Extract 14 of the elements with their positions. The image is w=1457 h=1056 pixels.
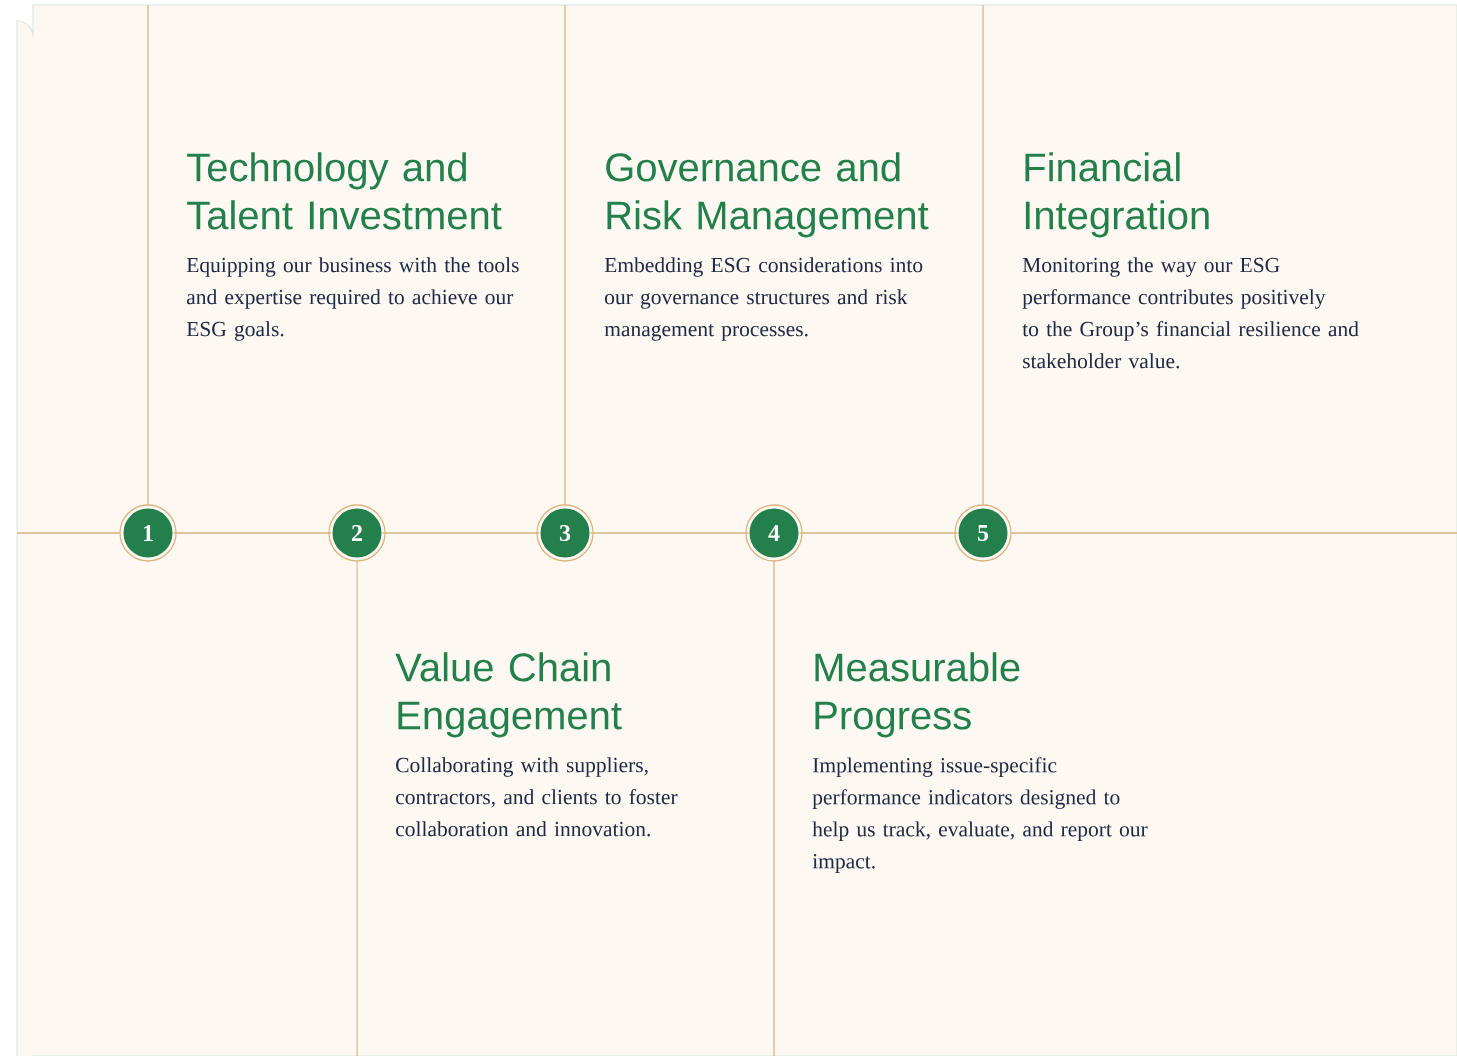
step-description: Monitoring the way our ESG performance contributes positively to the Group’s financial resilience and stakeholder value. (1022, 257, 1359, 369)
connector-line (798, 532, 959, 534)
step-description: Equipping our business with the tools and expertise required to achieve our ESG goals. (186, 257, 519, 341)
step-heading: Financial Integration (1025, 152, 1209, 238)
connector-line (172, 532, 333, 534)
step-description: Embedding ESG considerations into our governance structures and risk management processes. (604, 257, 923, 341)
step-description: Collaborating with suppliers, contractors, and clients to foster collaboration and innovation. (396, 757, 678, 837)
step-heading: Value Chain Engagement (395, 652, 622, 738)
step-heading: Measurable Progress (815, 652, 1020, 738)
step-heading: Technology and Talent Investment (187, 152, 502, 230)
connector-line (589, 532, 750, 534)
connector-line (381, 532, 541, 534)
step-description: Implementing issue-specific performance indicators designed to help us track, evaluate, and report our impact. (812, 757, 1148, 873)
step-heading: Governance and Risk Management (606, 152, 929, 238)
